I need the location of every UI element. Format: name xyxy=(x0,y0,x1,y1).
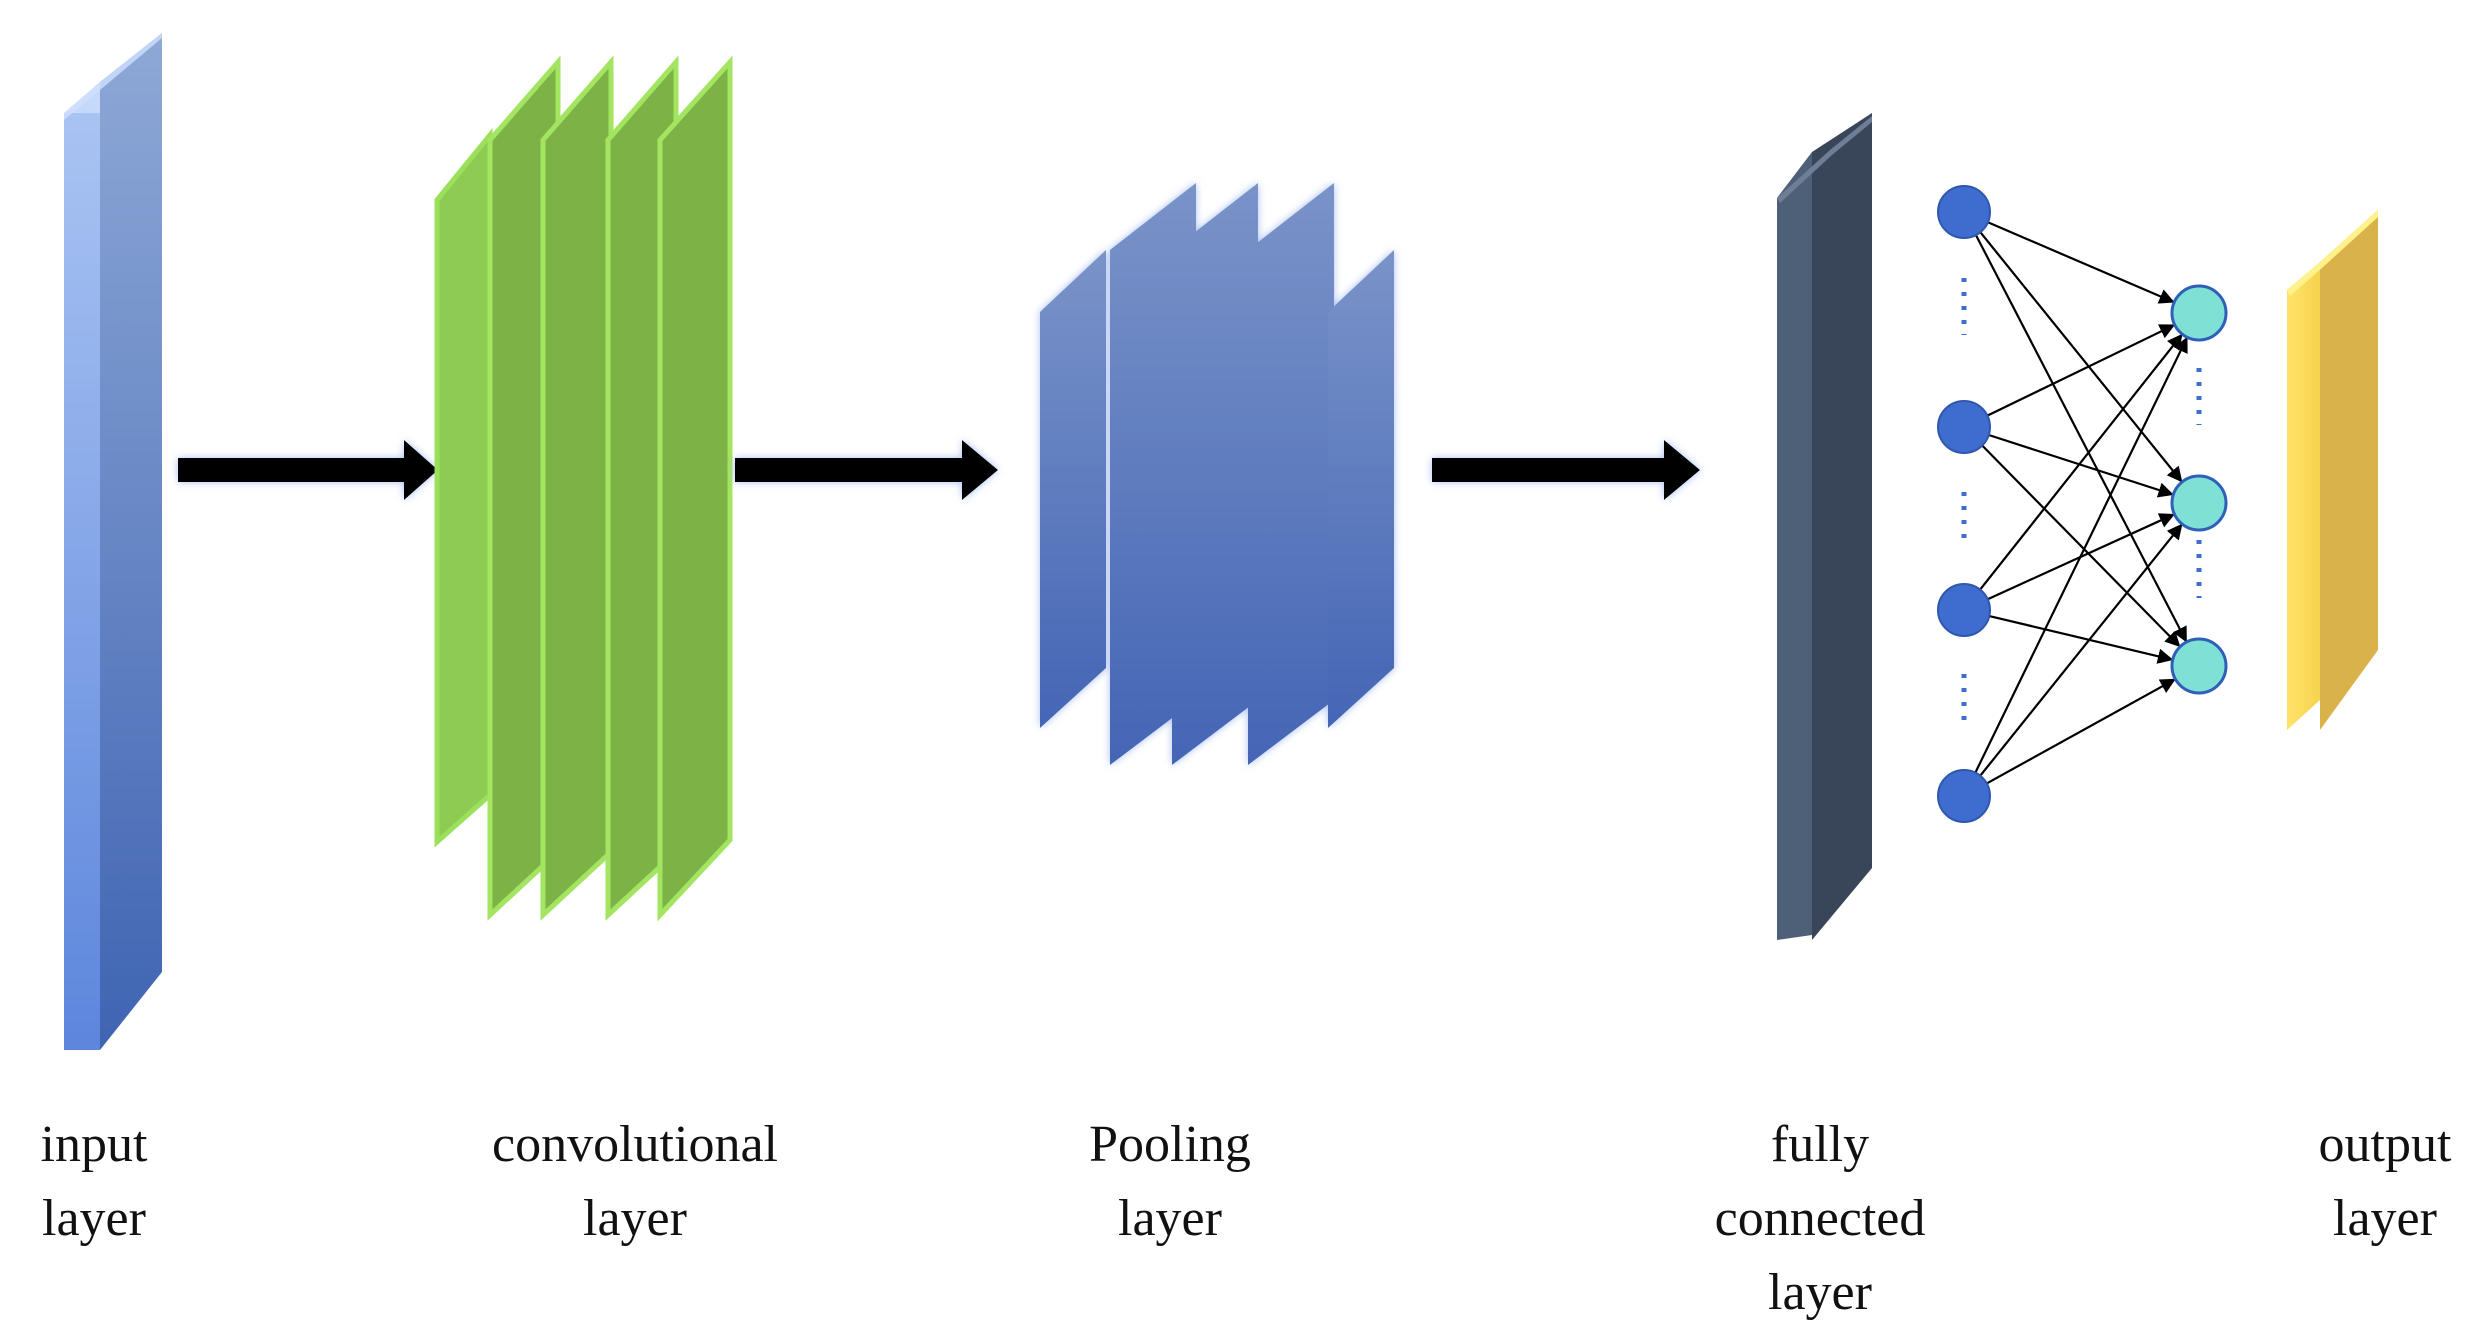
dense-connections xyxy=(1974,221,2188,785)
label-conv-line-2: layer xyxy=(583,1190,687,1247)
arrow-input-to-conv xyxy=(178,440,438,500)
vertical-ellipsis-dots xyxy=(1961,278,2202,730)
output-layer-slab xyxy=(2287,210,2378,730)
connection-2-to-1 xyxy=(1986,324,2176,417)
connection-4-to-3 xyxy=(1986,678,2176,785)
right-neuron-2 xyxy=(2170,474,2228,532)
connection-2-to-2 xyxy=(1988,433,2174,498)
right-neurons xyxy=(2170,284,2228,695)
pooling-layer-slabs xyxy=(1040,183,1394,765)
convolutional-layer-slabs xyxy=(434,55,733,922)
conv-slab-3 xyxy=(540,55,614,921)
connection-3-to-1 xyxy=(1979,333,2183,591)
label-output-line-2: layer xyxy=(2333,1190,2437,1247)
label-output-line-1: output xyxy=(2318,1116,2452,1173)
label-output-layer: output layer xyxy=(2290,1108,2480,1256)
right-neuron-3 xyxy=(2170,637,2228,695)
label-fc-line-3: layer xyxy=(1768,1264,1872,1321)
connection-2-to-3 xyxy=(1981,444,2181,648)
label-convolutional-layer: convolutional layer xyxy=(440,1108,830,1256)
pool-slab-4 xyxy=(1248,183,1334,765)
arrow-conv-to-pooling xyxy=(735,440,998,500)
connection-1-to-3 xyxy=(1974,234,2188,643)
left-neuron-4 xyxy=(1937,769,1991,823)
pool-slab-3 xyxy=(1172,183,1258,765)
conv-slab-1 xyxy=(434,127,493,848)
label-pool-line-1: Pooling xyxy=(1089,1116,1251,1173)
pool-slab-5 xyxy=(1328,250,1394,728)
conv-slab-5 xyxy=(657,55,733,922)
label-input-line-2: layer xyxy=(42,1190,146,1247)
connection-3-to-3 xyxy=(1989,614,2174,664)
label-input-layer: input layer xyxy=(12,1108,176,1256)
fully-connected-layer-slab xyxy=(1777,113,1872,940)
left-neuron-1 xyxy=(1937,185,1991,239)
connection-4-to-1 xyxy=(1974,336,2188,774)
label-fully-connected-layer: fully connected layer xyxy=(1680,1108,1960,1330)
connection-1-to-2 xyxy=(1979,231,2183,483)
right-neuron-1 xyxy=(2170,284,2228,342)
label-pool-line-2: layer xyxy=(1118,1190,1222,1247)
label-input-line-1: input xyxy=(40,1116,148,1173)
label-pooling-layer: Pooling layer xyxy=(1050,1108,1290,1256)
connection-1-to-1 xyxy=(1987,221,2175,304)
input-layer-slab xyxy=(64,33,162,1050)
pool-slab-1 xyxy=(1040,250,1106,728)
connection-4-to-2 xyxy=(1979,523,2183,777)
arrow-pooling-to-fc xyxy=(1432,440,1700,500)
label-fc-line-1: fully xyxy=(1770,1116,1870,1173)
left-neuron-2 xyxy=(1937,400,1991,454)
left-neurons xyxy=(1937,185,1991,823)
left-neuron-3 xyxy=(1937,583,1991,637)
label-fc-line-2: connected xyxy=(1714,1190,1926,1247)
label-conv-line-1: convolutional xyxy=(492,1116,778,1173)
